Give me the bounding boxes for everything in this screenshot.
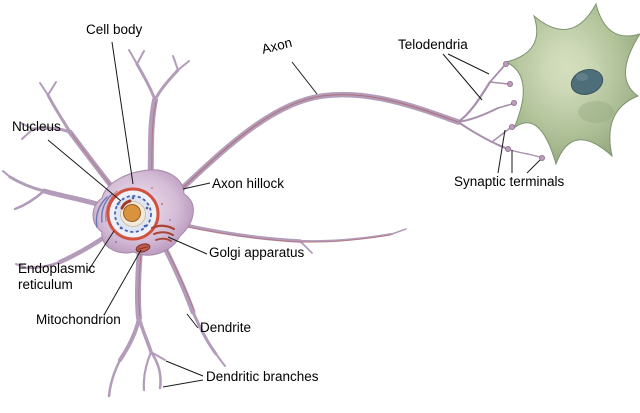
label-synaptic-terminals: Synaptic terminals — [454, 174, 565, 189]
label-axon-hillock: Axon hillock — [212, 176, 285, 191]
leader-nucleus — [47, 139, 122, 202]
label-dendritic-branches: Dendritic branches — [206, 369, 319, 384]
leader-synaptic-terminals-3 — [526, 159, 541, 174]
telodendria-branches — [456, 65, 541, 158]
nuclear-envelope — [114, 195, 152, 233]
axon-core-streak — [173, 94, 459, 197]
golgi-apparatus-graphic — [150, 224, 176, 242]
target-nucleus-highlight — [576, 73, 588, 81]
dendrites — [2, 49, 407, 398]
synaptic-terminal-bulbs — [502, 61, 546, 161]
leader-telodendria-1 — [447, 53, 490, 75]
label-nucleus: Nucleus — [12, 119, 61, 134]
leader-dendritic-branches-2 — [162, 379, 204, 388]
endoplasmic-reticulum-graphic — [95, 190, 118, 228]
leader-er — [87, 230, 115, 272]
leader-golgi — [167, 236, 208, 255]
label-telodendria: Telodendria — [398, 37, 468, 52]
target-cell — [504, 2, 640, 166]
leader-axon — [291, 61, 318, 95]
target-cell-shade — [578, 101, 614, 123]
axon-fiber — [171, 91, 461, 199]
label-cell-body: Cell body — [86, 22, 143, 37]
label-endoplasmic-reticulum: Endoplasmic reticulum — [18, 261, 96, 293]
leader-dendrite — [186, 313, 199, 329]
label-mitochondrion: Mitochondrion — [36, 312, 121, 327]
leader-lines — [47, 41, 541, 388]
nucleolus — [123, 204, 141, 222]
organelles — [95, 187, 176, 253]
label-golgi-apparatus: Golgi apparatus — [209, 245, 305, 260]
leader-cell-body — [111, 41, 134, 185]
leader-synaptic-terminals-1 — [497, 129, 506, 174]
label-dendrite: Dendrite — [200, 320, 252, 335]
leader-mitochondrion — [103, 249, 142, 316]
mitochondrion-graphic — [135, 243, 151, 253]
leader-dendritic-branches-1 — [165, 360, 204, 377]
leader-telodendria-2 — [442, 53, 483, 101]
nucleus-graphic — [106, 187, 160, 241]
nucleolus-crescent — [120, 199, 132, 210]
leader-axon-hillock — [182, 182, 211, 190]
